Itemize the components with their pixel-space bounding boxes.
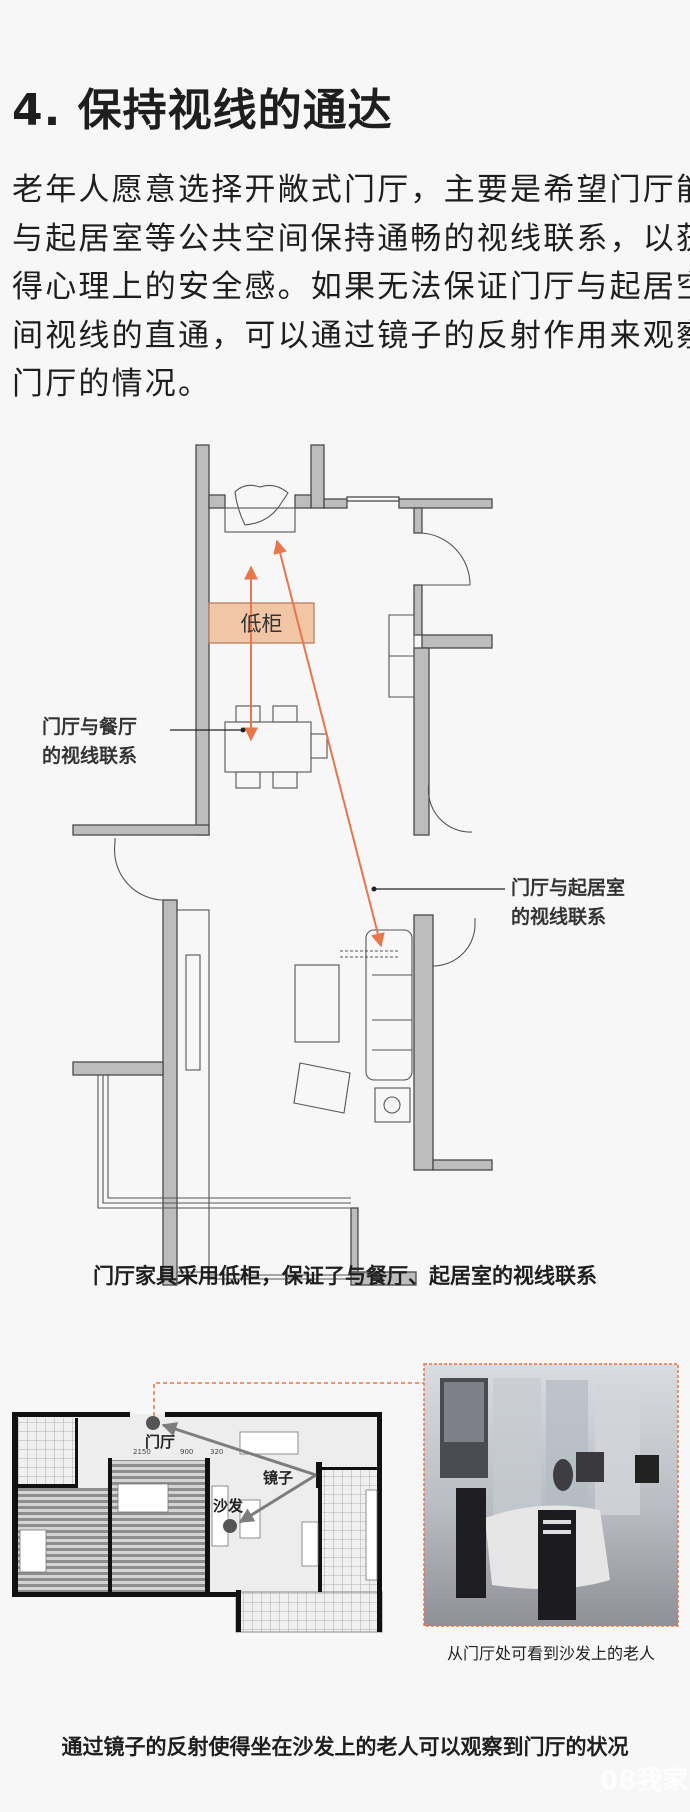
wall	[413, 507, 423, 534]
wall	[413, 647, 430, 836]
paragraph-line: 间视线的直通，可以通过镜子的反射作用来观察	[12, 317, 690, 354]
bed	[19, 1529, 47, 1573]
reflection-arrow-to-sofa	[238, 1473, 317, 1524]
coffee-table	[294, 964, 340, 1043]
side-table	[374, 1087, 411, 1123]
sofa	[211, 1485, 229, 1547]
tv	[185, 954, 201, 1071]
paragraph-line: 老年人愿意选择开敞式门厅，主要是希望门厅能	[12, 172, 690, 208]
armchair-entry	[234, 484, 289, 526]
balcony-rail	[97, 1075, 351, 1209]
paragraph-line: 门厅的情况。	[12, 366, 212, 402]
low-cabinet-label: 低柜	[240, 612, 283, 636]
wall	[162, 899, 178, 1286]
wall	[195, 444, 210, 836]
door-swing	[113, 838, 164, 901]
wall	[413, 584, 423, 636]
desk	[301, 1521, 319, 1567]
counter	[365, 1489, 378, 1581]
dimension-label: 2150	[133, 1448, 151, 1456]
armchair	[293, 1062, 351, 1114]
bed	[117, 1483, 169, 1513]
caption-plan-1: 门厅家具采用低柜，保证了与餐厅、起居室的视线联系	[93, 1264, 597, 1288]
mirror	[316, 1462, 320, 1488]
wall	[323, 498, 348, 509]
floor-plan-1	[72, 444, 493, 1286]
wall	[350, 1207, 359, 1273]
window	[346, 496, 400, 502]
label-entry-dining-sightline: 门厅与餐厅 的视线联系	[42, 716, 138, 767]
intro-paragraph: 老年人愿意选择开敞式门厅，主要是希望门厅能 与起居室等公共空间保持通畅的视线联系…	[12, 166, 690, 409]
wall	[413, 914, 434, 1171]
bathroom-floor	[18, 1418, 75, 1485]
bedroom-floor	[112, 1460, 205, 1592]
wall	[294, 494, 312, 509]
room-photo	[423, 1363, 679, 1627]
lamp	[383, 1096, 401, 1114]
chair	[235, 705, 261, 723]
wall-cabinet	[388, 614, 415, 698]
wall	[72, 1061, 164, 1076]
floor-plan-2	[12, 1412, 383, 1633]
paragraph-line: 得心理上的安全感。如果无法保证门厅与起居空	[12, 269, 690, 305]
wall	[310, 444, 325, 509]
section-title: 4. 保持视线的通达	[12, 85, 393, 136]
photo-caption: 从门厅处可看到沙发上的老人	[446, 1644, 655, 1663]
reclining-person	[340, 950, 398, 958]
sofa-position-dot	[223, 1519, 237, 1533]
caption-plan-2: 通过镜子的反射使得坐在沙发上的老人可以观察到门厅的状况	[61, 1735, 629, 1759]
tv-cabinet	[176, 909, 210, 1273]
entry-bench	[224, 507, 296, 533]
dining-table	[239, 1431, 299, 1455]
paragraph-line: 与起居室等公共空间保持通畅的视线联系，以获	[12, 220, 690, 257]
label-mirror: 镜子	[263, 1469, 294, 1487]
door-swing	[427, 782, 473, 833]
wall	[398, 498, 493, 509]
door-swing	[421, 532, 471, 586]
wall	[72, 824, 210, 836]
dimension-label: 900	[180, 1448, 194, 1456]
dimension-label: 320	[210, 1448, 224, 1456]
label-sofa: 沙发	[213, 1497, 244, 1515]
entry-position-dot	[146, 1416, 160, 1430]
reflection-arrow-to-entry	[161, 1422, 317, 1477]
door-swing	[432, 918, 476, 967]
chair	[272, 705, 298, 723]
wall	[208, 494, 226, 509]
watermark-logo: 08我家	[600, 1766, 689, 1796]
balcony-floor	[235, 1591, 383, 1633]
sightline-arrow-living	[273, 539, 385, 948]
wall	[432, 1159, 493, 1171]
label-entry: 门厅	[145, 1433, 176, 1451]
sofa	[365, 929, 413, 1081]
chair	[235, 771, 261, 789]
wall	[421, 634, 493, 649]
dashed-connector	[153, 1382, 424, 1416]
chair	[272, 771, 298, 789]
chair	[310, 733, 328, 759]
window	[209, 1274, 351, 1280]
label-entry-living-sightline: 门厅与起居室 的视线联系	[511, 877, 626, 928]
